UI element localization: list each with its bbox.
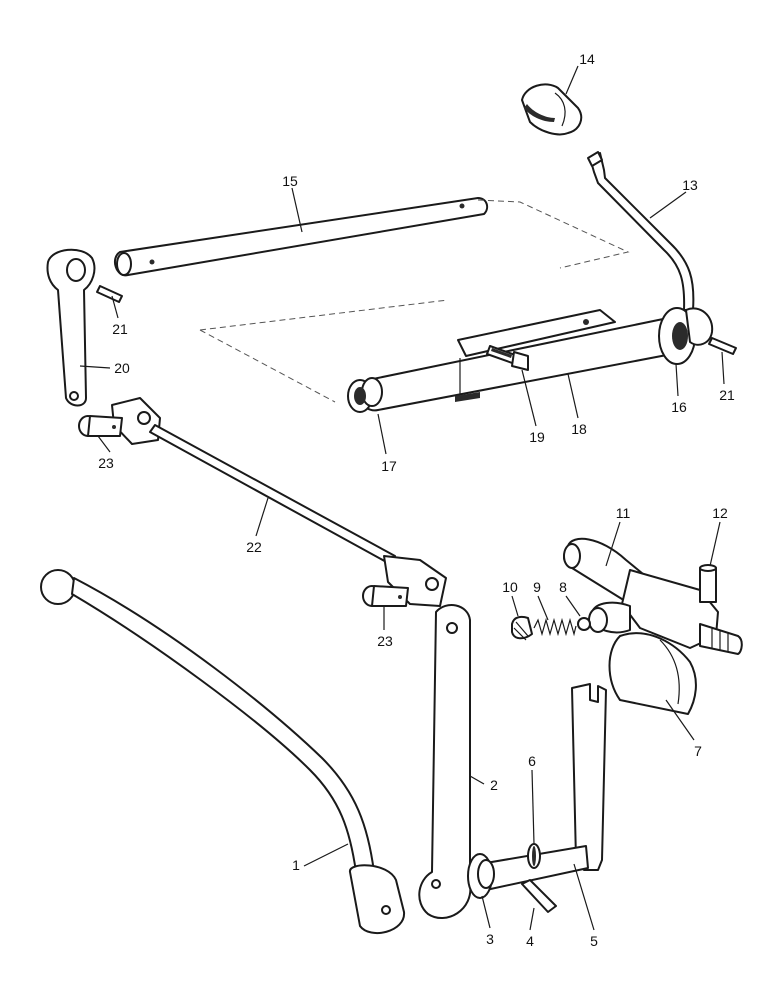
label-5: 5 (590, 933, 598, 949)
part-21-pin-left (96, 285, 123, 303)
assembly-outline (199, 199, 630, 403)
label-3: 3 (486, 931, 494, 947)
part-13-hub (685, 307, 714, 346)
label-4: 4 (526, 933, 534, 949)
label-23-bottom: 23 (377, 633, 393, 649)
label-18: 18 (571, 421, 587, 437)
label-12: 12 (712, 505, 728, 521)
label-19: 19 (529, 429, 545, 445)
part-13-lever (587, 151, 695, 311)
part-23-pin-top (78, 415, 123, 437)
part-4-pin (521, 879, 557, 913)
part-3-washer (467, 853, 495, 899)
label-9: 9 (533, 579, 541, 595)
part-20-arm (46, 248, 96, 407)
part-2-selector-arm (418, 604, 472, 920)
part-16-washer (658, 307, 696, 365)
part-11-housing (563, 537, 743, 655)
part-7-quadrant (608, 632, 697, 715)
part-12-pin (699, 564, 717, 603)
part-8-ball (577, 617, 591, 631)
label-21-left: 21 (112, 321, 128, 337)
label-15: 15 (282, 173, 298, 189)
part-23-pin-bottom (362, 585, 409, 607)
label-13: 13 (682, 177, 698, 193)
part-21-pin-right (708, 337, 737, 355)
label-23-top: 23 (98, 455, 114, 471)
leader-lines (79, 65, 725, 931)
label-2: 2 (490, 777, 498, 793)
label-10: 10 (502, 579, 518, 595)
part-9-spring (533, 617, 577, 637)
part-10-plug (511, 615, 533, 641)
label-14: 14 (579, 51, 595, 67)
part-15-shaft (113, 197, 489, 277)
label-7: 7 (694, 743, 702, 759)
label-1: 1 (292, 857, 300, 873)
part-1-hand-lever (40, 569, 406, 935)
label-8: 8 (559, 579, 567, 595)
part-19-bolt (486, 345, 529, 371)
part-14-knob (521, 83, 583, 136)
part-17-bushing (347, 377, 383, 413)
label-16: 16 (671, 399, 687, 415)
part-22-rod (149, 424, 396, 565)
part-5-selector-fork (479, 683, 607, 891)
label-6: 6 (528, 753, 536, 769)
label-11: 11 (616, 505, 631, 521)
label-22: 22 (246, 539, 262, 555)
label-20: 20 (114, 360, 130, 376)
label-17: 17 (381, 458, 397, 474)
label-21-right: 21 (719, 387, 735, 403)
